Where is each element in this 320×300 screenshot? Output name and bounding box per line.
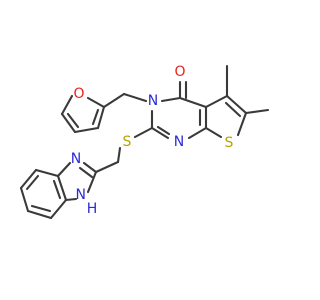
bond-furan-c4-c3: [73, 126, 100, 134]
bond-c2bz-n3: [82, 161, 98, 174]
bond-c2-s: [133, 126, 154, 139]
atom-sulfur-thiophene: S: [225, 135, 234, 151]
bond-benzene-2-double: [25, 174, 40, 191]
atom-nh-nitrogen: N: [76, 187, 86, 203]
bond-c4-n3: [160, 96, 182, 103]
bond-n1-c7a: [187, 126, 208, 140]
bond-furan-c5-c4: [60, 112, 77, 134]
bond-n1-c2bz: [86, 170, 98, 194]
bond-s-c7a: [204, 126, 223, 139]
structure-drawing: O N N S S O N N H: [19, 64, 270, 220]
bond-c3a-c7a: [56, 174, 68, 202]
atom-nh-hydrogen: H: [87, 201, 98, 217]
bond-n3-c3a: [56, 161, 72, 178]
atom-oxygen-carbonyl: O: [174, 64, 185, 80]
bond-c2-n1: [150, 126, 170, 140]
bond-c2bz-n3-double: [78, 166, 94, 179]
bond-furan-c5-c4-double: [66, 112, 80, 129]
bond-benzene-1: [34, 168, 60, 178]
bond-benzene-inner-double: [52, 179, 62, 200]
bond-n3-ch2: [122, 92, 148, 103]
bond-s-ch2: [116, 146, 122, 164]
bond-c4a-c4: [178, 96, 208, 109]
bond-benzene-5: [49, 198, 68, 220]
bond-ch2-c2bz: [94, 160, 120, 174]
bond-furan-o-c5: [60, 94, 74, 116]
bond-ch2-furan: [102, 92, 126, 109]
bond-c5-c6: [225, 94, 248, 115]
molecule-diagram: O N N S S O N N H: [19, 64, 270, 220]
bond-furan-c2-o: [86, 96, 106, 109]
bond-benzene-4: [26, 209, 53, 220]
atom-nitrogen-benzimidazole: N: [71, 151, 81, 167]
bond-c7a-n1: [64, 197, 78, 202]
bond-c2-n1-double: [156, 125, 171, 136]
bond-c4a-c5: [204, 94, 229, 109]
bond-benzene-2: [19, 168, 38, 190]
bond-c6-s: [236, 111, 248, 137]
atom-oxygen-furan: O: [73, 86, 84, 102]
atom-nitrogen-n1: N: [174, 134, 184, 150]
bond-benzene-3: [19, 186, 30, 213]
atom-sulfur-thioether: S: [123, 134, 132, 150]
atom-nitrogen-n3: N: [148, 93, 158, 109]
atom-nh-benzimidazole: N H: [76, 187, 98, 217]
bond-c5-c6-double: [224, 101, 242, 118]
bond-furan-c3-c2: [96, 105, 106, 130]
bond-furan-c3-c2-double: [91, 108, 100, 126]
bond-c6-methyl: [244, 108, 270, 115]
bond-benzene-4-double: [30, 204, 52, 213]
